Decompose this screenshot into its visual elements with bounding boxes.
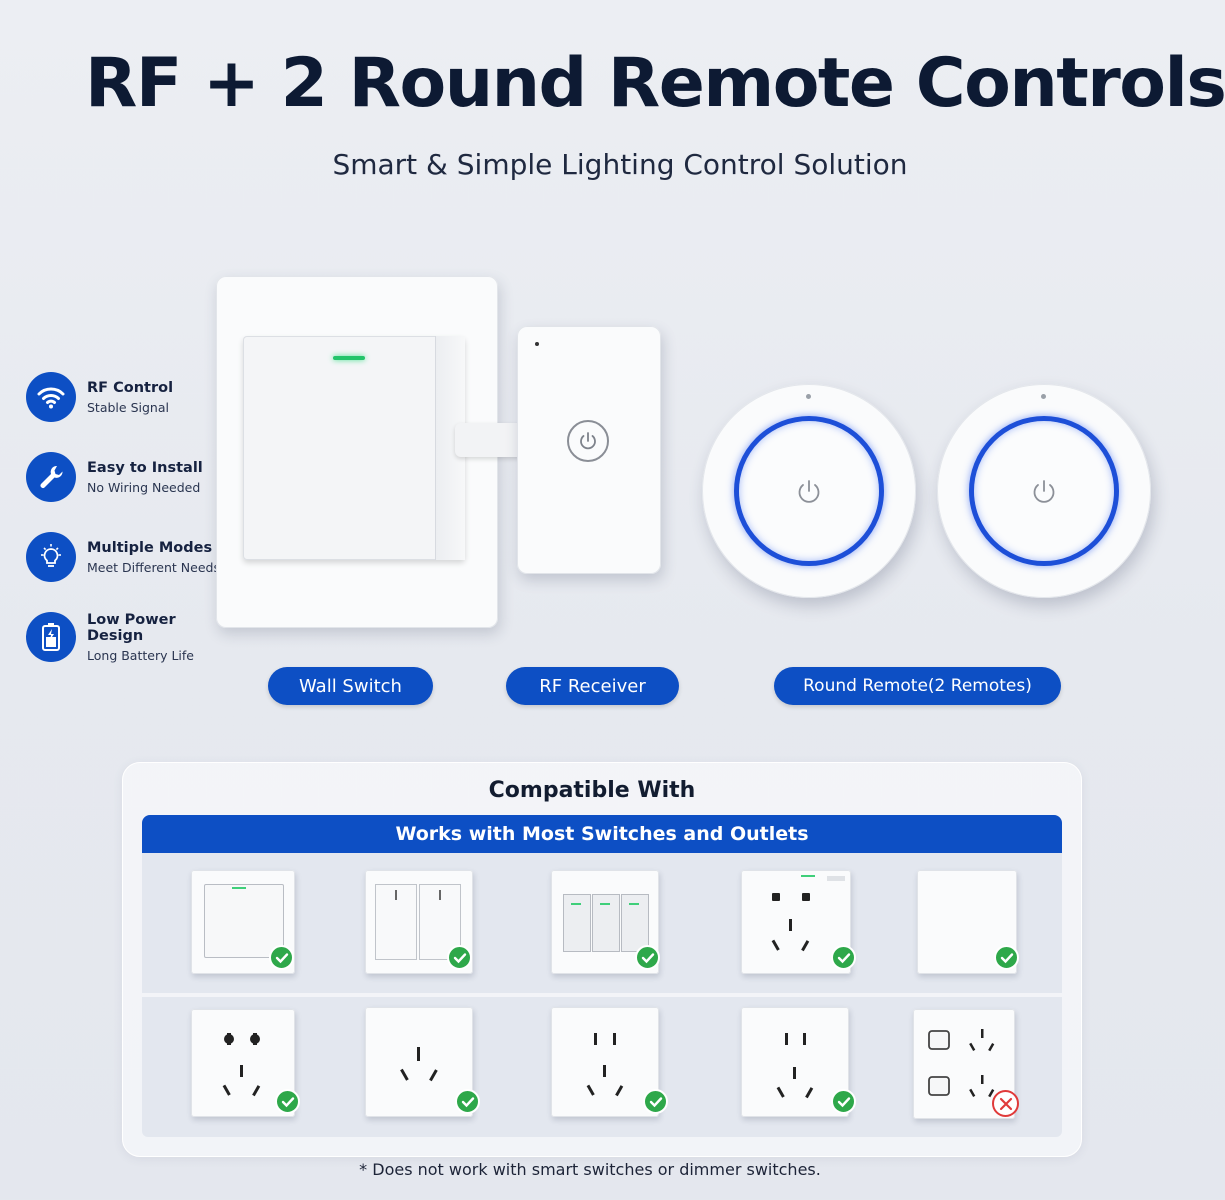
power-icon bbox=[969, 416, 1119, 566]
footnote: * Does not work with smart switches or d… bbox=[359, 1160, 821, 1179]
wifi-icon bbox=[26, 372, 76, 422]
battery-icon bbox=[26, 612, 76, 662]
check-icon bbox=[455, 1089, 480, 1114]
page-subtitle: Smart & Simple Lighting Control Solution bbox=[332, 148, 908, 181]
feature-easy-install: Easy to Install No Wiring Needed bbox=[26, 452, 236, 502]
check-icon bbox=[269, 945, 294, 970]
round-remote-2 bbox=[937, 384, 1151, 598]
wall-switch-label: Wall Switch bbox=[268, 667, 433, 705]
feature-title: RF Control bbox=[87, 379, 174, 396]
feature-title: Low Power Design bbox=[87, 611, 176, 644]
lightbulb-icon bbox=[26, 532, 76, 582]
check-icon bbox=[447, 945, 472, 970]
power-icon bbox=[567, 420, 609, 462]
feature-desc: Stable Signal bbox=[87, 399, 169, 415]
wrench-icon bbox=[26, 452, 76, 502]
wall-switch-rocker bbox=[243, 336, 465, 560]
tile-5-hole-outlet bbox=[551, 1007, 659, 1117]
feature-desc: Meet Different Needs bbox=[87, 559, 220, 575]
feature-title: Easy to Install bbox=[87, 459, 203, 476]
compatibility-banner: Works with Most Switches and Outlets bbox=[142, 815, 1062, 853]
feature-desc: Long Battery Life bbox=[87, 647, 194, 663]
power-icon bbox=[734, 416, 884, 566]
status-led bbox=[333, 356, 365, 360]
feature-desc: No Wiring Needed bbox=[87, 479, 201, 495]
check-icon bbox=[635, 945, 660, 970]
receiver-clip bbox=[455, 423, 525, 457]
check-icon bbox=[994, 945, 1019, 970]
check-icon bbox=[831, 945, 856, 970]
check-icon bbox=[643, 1089, 668, 1114]
rf-receiver-device bbox=[517, 326, 661, 574]
page-title: RF + 2 Round Remote Controls bbox=[85, 44, 1225, 123]
feature-title: Multiple Modes bbox=[87, 539, 213, 556]
round-remote-label: Round Remote (2 Remotes) bbox=[774, 667, 1061, 705]
rf-receiver-label: RF Receiver bbox=[506, 667, 679, 705]
cross-icon bbox=[992, 1090, 1019, 1117]
check-icon bbox=[831, 1089, 856, 1114]
compatibility-heading: Compatible With bbox=[488, 778, 696, 803]
check-icon bbox=[275, 1089, 300, 1114]
round-remote-1 bbox=[702, 384, 916, 598]
